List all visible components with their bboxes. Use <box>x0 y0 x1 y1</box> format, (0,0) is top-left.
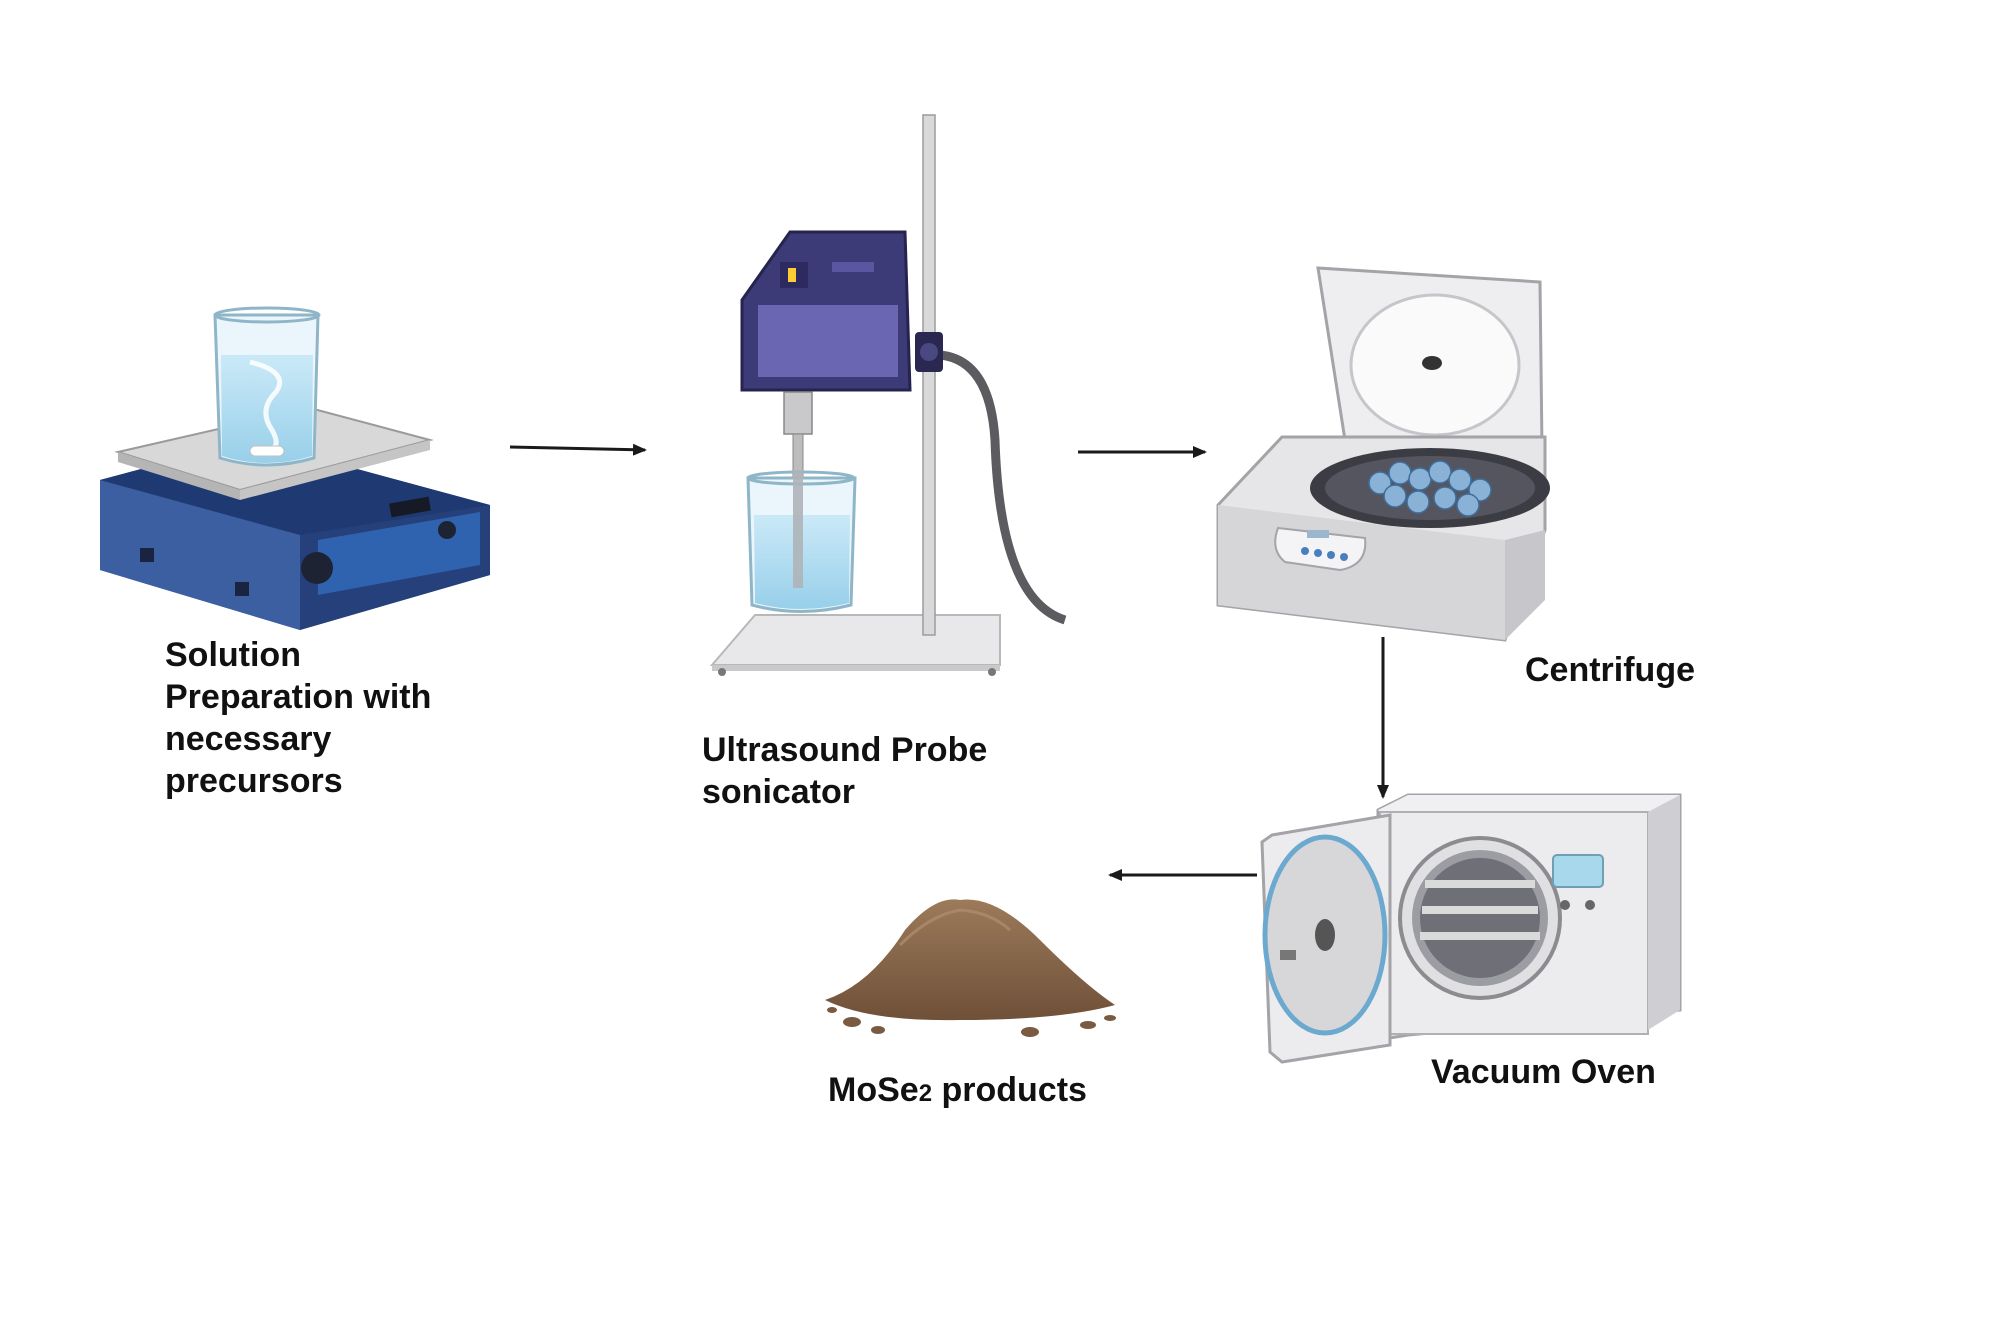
sonicator-label-line: Ultrasound Probe <box>702 731 988 769</box>
probe-sonicator-icon <box>709 114 1067 676</box>
solution-label-line: Preparation with <box>165 678 432 716</box>
solution-label-line: precursors <box>165 762 343 800</box>
product-label: MoSe2 products <box>828 1069 1087 1115</box>
vacuum-oven-icon <box>1260 793 1682 1064</box>
sonicator-label-line: sonicator <box>702 773 856 811</box>
product-label-prefix: MoSe <box>828 1071 919 1109</box>
product-label-subscript: 2 <box>918 1080 933 1107</box>
product-label-suffix: products <box>932 1071 1087 1109</box>
centrifuge-label: Centrifuge <box>1525 651 1695 689</box>
arrow-to-sonicator <box>509 443 647 456</box>
hotplate-stirrer-icon <box>100 306 490 630</box>
centrifuge-icon <box>1216 266 1550 642</box>
solution-label-line: Solution <box>165 636 301 674</box>
mose2-powder-icon <box>825 899 1116 1037</box>
solution-label: Solution Preparation with necessary prec… <box>165 634 431 802</box>
sonicator-label: Ultrasound Probe sonicator <box>702 729 987 813</box>
vacuum-oven-label: Vacuum Oven <box>1431 1053 1656 1091</box>
solution-label-line: necessary <box>165 720 332 758</box>
